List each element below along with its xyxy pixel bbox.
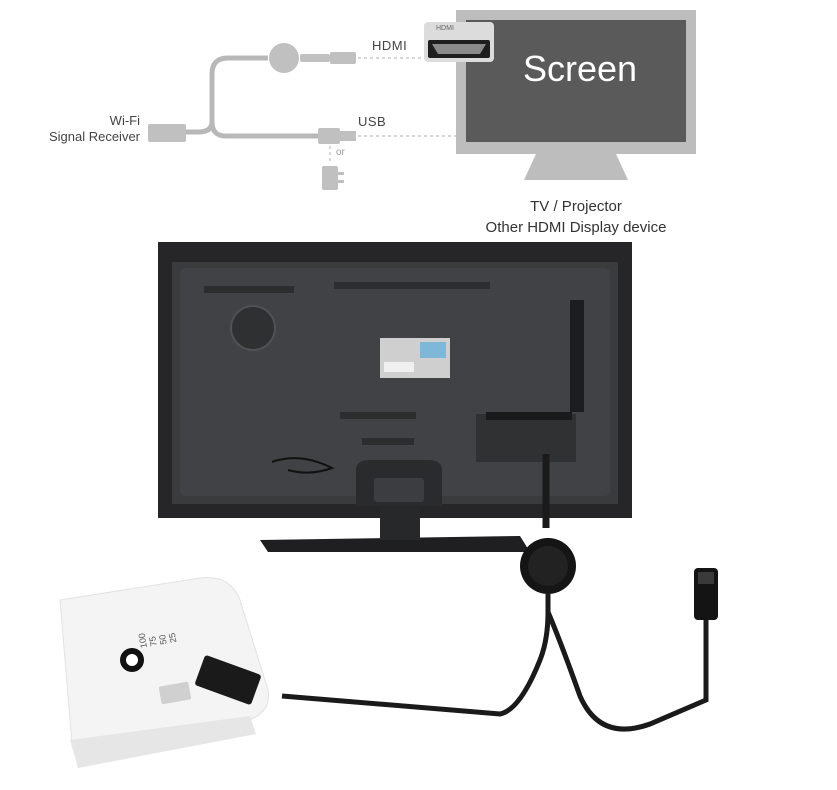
screen-text: Screen	[522, 48, 638, 89]
hdmi-label: HDMI	[372, 38, 408, 53]
usb-label: USB	[358, 114, 387, 129]
wifi-receiver-icon	[148, 124, 186, 142]
tv-projector-label: TV / Projector Other HDMI Display device	[456, 196, 696, 238]
dongle-cable-photo	[195, 454, 718, 732]
hdmi-port-text: HDMI	[436, 25, 454, 32]
tv-back-photo	[158, 242, 632, 552]
hdmi-port-icon	[424, 22, 494, 62]
power-bank-photo	[59, 576, 270, 768]
wifi-label-line2: Signal Receiver	[48, 129, 140, 144]
tv-label-line2: Other HDMI Display device	[485, 219, 667, 236]
or-label: or	[336, 147, 345, 158]
split-cable	[209, 55, 318, 139]
wifi-receiver-label: Wi-Fi Signal Receiver	[28, 113, 140, 145]
dongle-icon	[269, 43, 356, 73]
usb-plug-icon	[318, 128, 356, 144]
screen-monitor	[456, 10, 696, 180]
wifi-label-line1: Wi-Fi	[109, 113, 140, 128]
tv-label-line1: TV / Projector	[530, 198, 622, 215]
monitor-stand	[524, 154, 628, 180]
power-adapter-icon	[322, 166, 344, 190]
